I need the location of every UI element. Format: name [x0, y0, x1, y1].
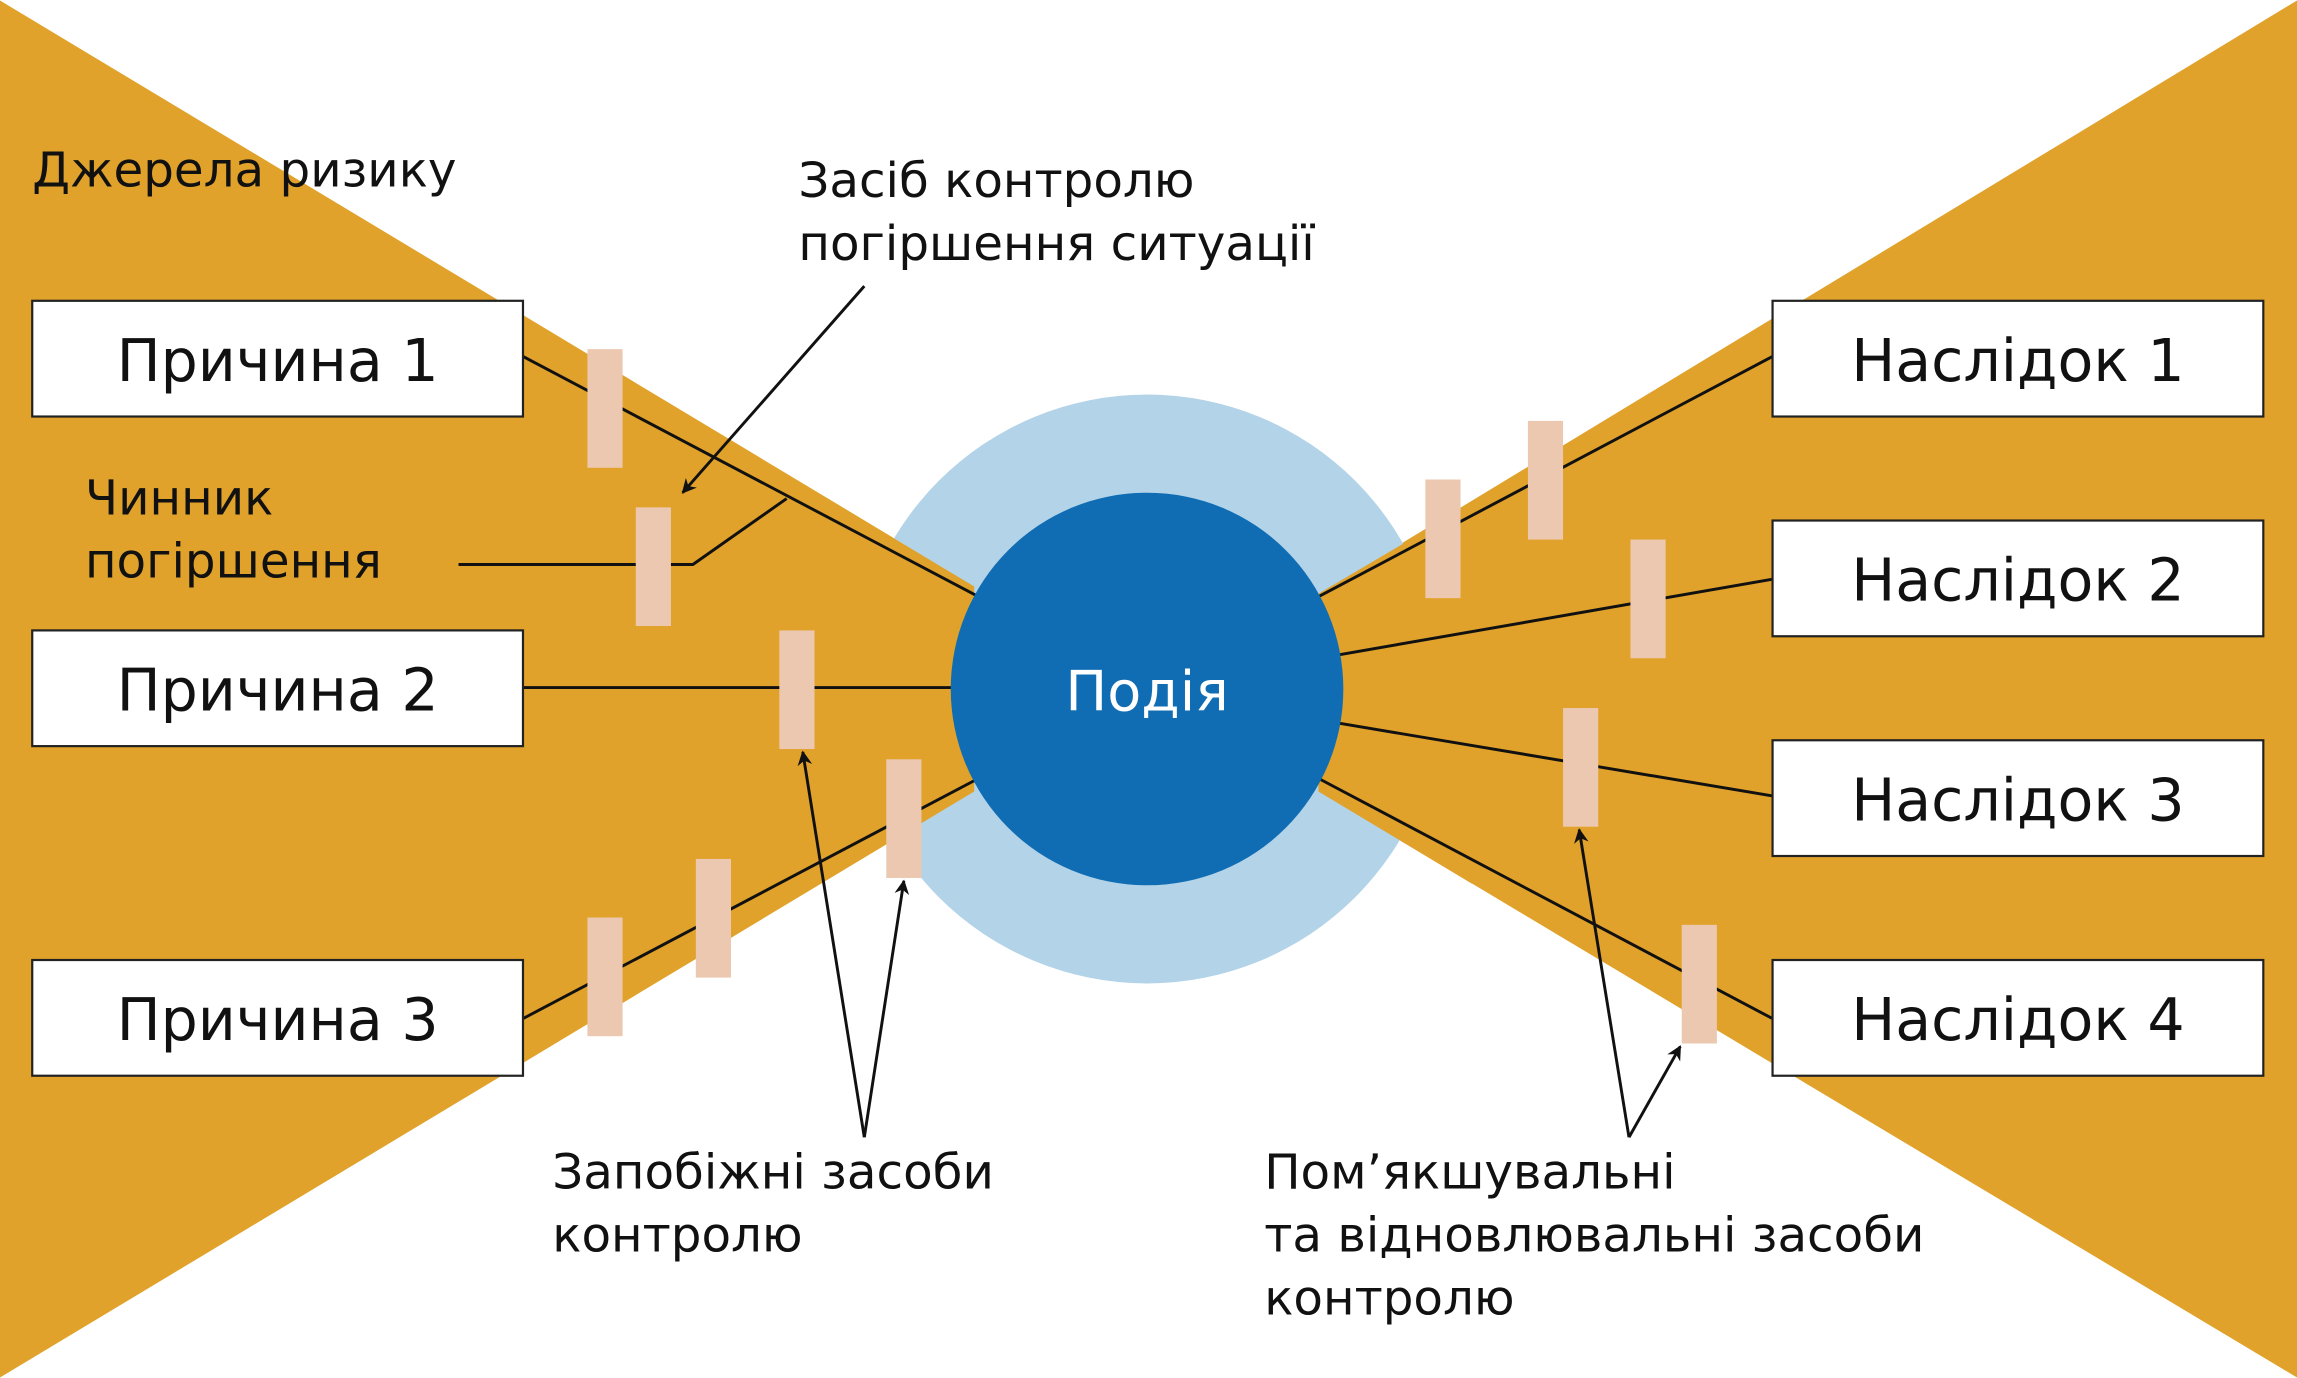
event-circle[interactable]: [950, 492, 1344, 886]
escalation-factor-line: [458, 497, 788, 566]
svg-text:Причина 3: Причина 3: [117, 986, 439, 1054]
barrier[interactable]: [1630, 539, 1666, 659]
cause-box-1[interactable]: Причина 1: [31, 299, 525, 418]
mitigating-controls-label-3: контролю: [1264, 1271, 1514, 1327]
escalation-factor-label-1: Чинник: [85, 471, 273, 527]
arrow-mitigating-1: [1574, 828, 1631, 1138]
event-label: Подія: [1065, 659, 1228, 724]
mitigating-controls-label-1: Пом’якшувальні: [1264, 1145, 1675, 1201]
barrier[interactable]: [587, 349, 623, 468]
risk-sources-title: Джерела ризику: [32, 143, 456, 199]
svg-text:Наслідок 2: Наслідок 2: [1851, 547, 2184, 615]
consequence-box-1[interactable]: Наслідок 1: [1771, 299, 2265, 418]
barrier[interactable]: [1425, 479, 1461, 599]
barrier[interactable]: [1681, 924, 1717, 1044]
barrier[interactable]: [886, 759, 922, 878]
svg-text:Причина 1: Причина 1: [117, 327, 439, 395]
consequence-box-3[interactable]: Наслідок 3: [1771, 739, 2265, 858]
barrier[interactable]: [587, 917, 623, 1037]
mitigating-barriers: [1425, 420, 1717, 1044]
escalation-barrier[interactable]: [635, 507, 671, 627]
barrier[interactable]: [695, 858, 731, 978]
preventive-controls-label-2: контролю: [552, 1208, 802, 1264]
escalation-control-label-1: Засіб контролю: [798, 153, 1194, 209]
consequence-3-line: [1335, 721, 1773, 798]
cause-box-2[interactable]: Причина 2: [31, 629, 525, 748]
barrier[interactable]: [1527, 420, 1564, 540]
consequence-box-2[interactable]: Наслідок 2: [1771, 519, 2265, 638]
barrier[interactable]: [1563, 708, 1599, 827]
barrier[interactable]: [779, 630, 815, 750]
consequence-2-line: [1335, 577, 1773, 657]
svg-text:Наслідок 1: Наслідок 1: [1851, 327, 2184, 395]
arrow-mitigating-2: [1627, 1045, 1682, 1138]
svg-text:Причина 2: Причина 2: [117, 656, 439, 724]
arrow-preventive-2: [862, 879, 910, 1138]
svg-text:Наслідок 3: Наслідок 3: [1851, 766, 2184, 834]
preventive-controls-label-1: Запобіжні засоби: [552, 1145, 994, 1201]
cause-box-3[interactable]: Причина 3: [31, 958, 525, 1077]
arrow-escalation-control: [681, 285, 866, 494]
arrow-preventive-1: [797, 750, 866, 1138]
mitigating-controls-label-2: та відновлювальні засоби: [1264, 1208, 1924, 1264]
svg-text:Наслідок 4: Наслідок 4: [1851, 986, 2184, 1054]
escalation-control-label-2: погіршення ситуації: [798, 216, 1315, 272]
consequence-box-4[interactable]: Наслідок 4: [1771, 958, 2265, 1077]
escalation-factor-label-2: погіршення: [85, 534, 382, 590]
preventive-barriers: [587, 349, 922, 1037]
